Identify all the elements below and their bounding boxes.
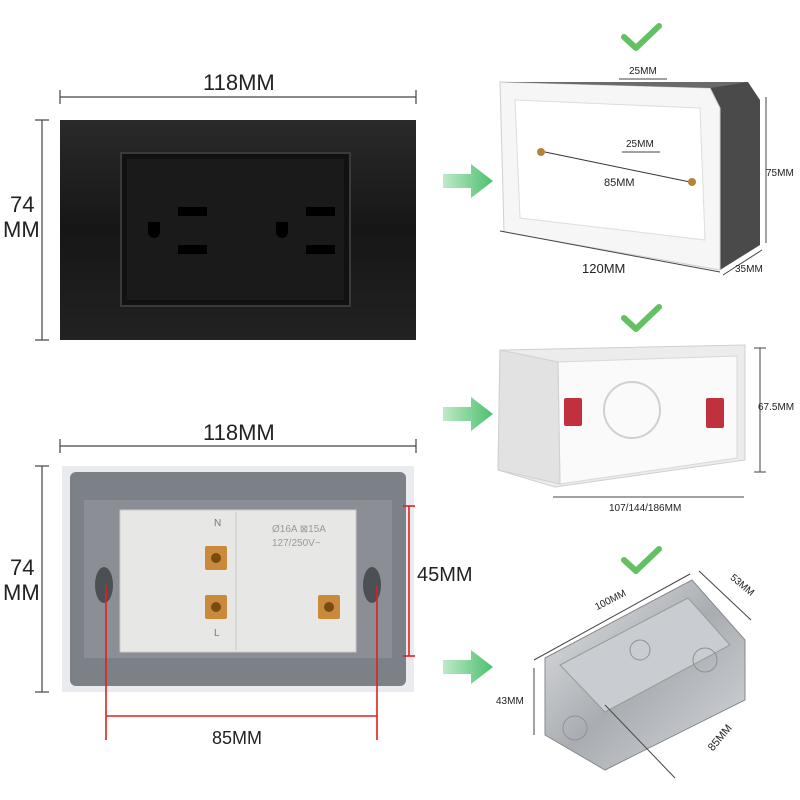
box-3-dimension-lines: [533, 570, 752, 779]
front-height-unit: MM: [3, 217, 40, 242]
box-1-dimension-lines: [499, 78, 767, 276]
box-1-depth-label: 35MM: [735, 264, 763, 275]
back-width-label: 118MM: [203, 420, 275, 445]
box-1-screw-spacing-label: 85MM: [604, 177, 635, 189]
back-hole-vertical-label: 45MM: [417, 564, 473, 586]
box-1-height-label: 75MM: [766, 168, 794, 179]
front-height-number: 74: [10, 192, 35, 217]
back-height-number: 74: [10, 555, 35, 580]
front-outlet-slots: [148, 207, 335, 254]
front-width-label: 118MM: [203, 70, 275, 95]
box-3-height-label: 43MM: [496, 696, 524, 707]
module-voltage-mark: 127/250V~: [272, 538, 321, 549]
module-rating-mark: Ø16A ⊠15A: [272, 524, 326, 535]
box-2-width-label: 107/144/186MM: [609, 503, 682, 514]
box-2-illustration: [497, 344, 746, 488]
checkmark-icons: [621, 23, 662, 574]
box-2-height-label: 67.5MM: [758, 402, 795, 413]
box-1-inner-hole-label: 25MM: [626, 139, 654, 150]
front-dimension-lines: [35, 90, 417, 341]
box-1-top-hole-label: 25MM: [629, 66, 657, 77]
module-neutral-mark: N: [214, 518, 222, 529]
box-1-width-label: 120MM: [582, 261, 626, 276]
back-red-dimension-lines: [105, 505, 415, 740]
back-hole-horizontal-label: 85MM: [212, 728, 263, 748]
back-plate: [62, 466, 414, 692]
box-3-illustration: [544, 579, 746, 771]
front-plate: [60, 120, 416, 340]
box-2-dimension-lines: [553, 347, 766, 498]
box-1-illustration: [499, 81, 760, 271]
module-line-mark: L: [214, 628, 220, 639]
arrow-icons: [443, 164, 493, 684]
back-height-unit: MM: [3, 580, 40, 605]
back-dimension-lines: [35, 439, 417, 693]
